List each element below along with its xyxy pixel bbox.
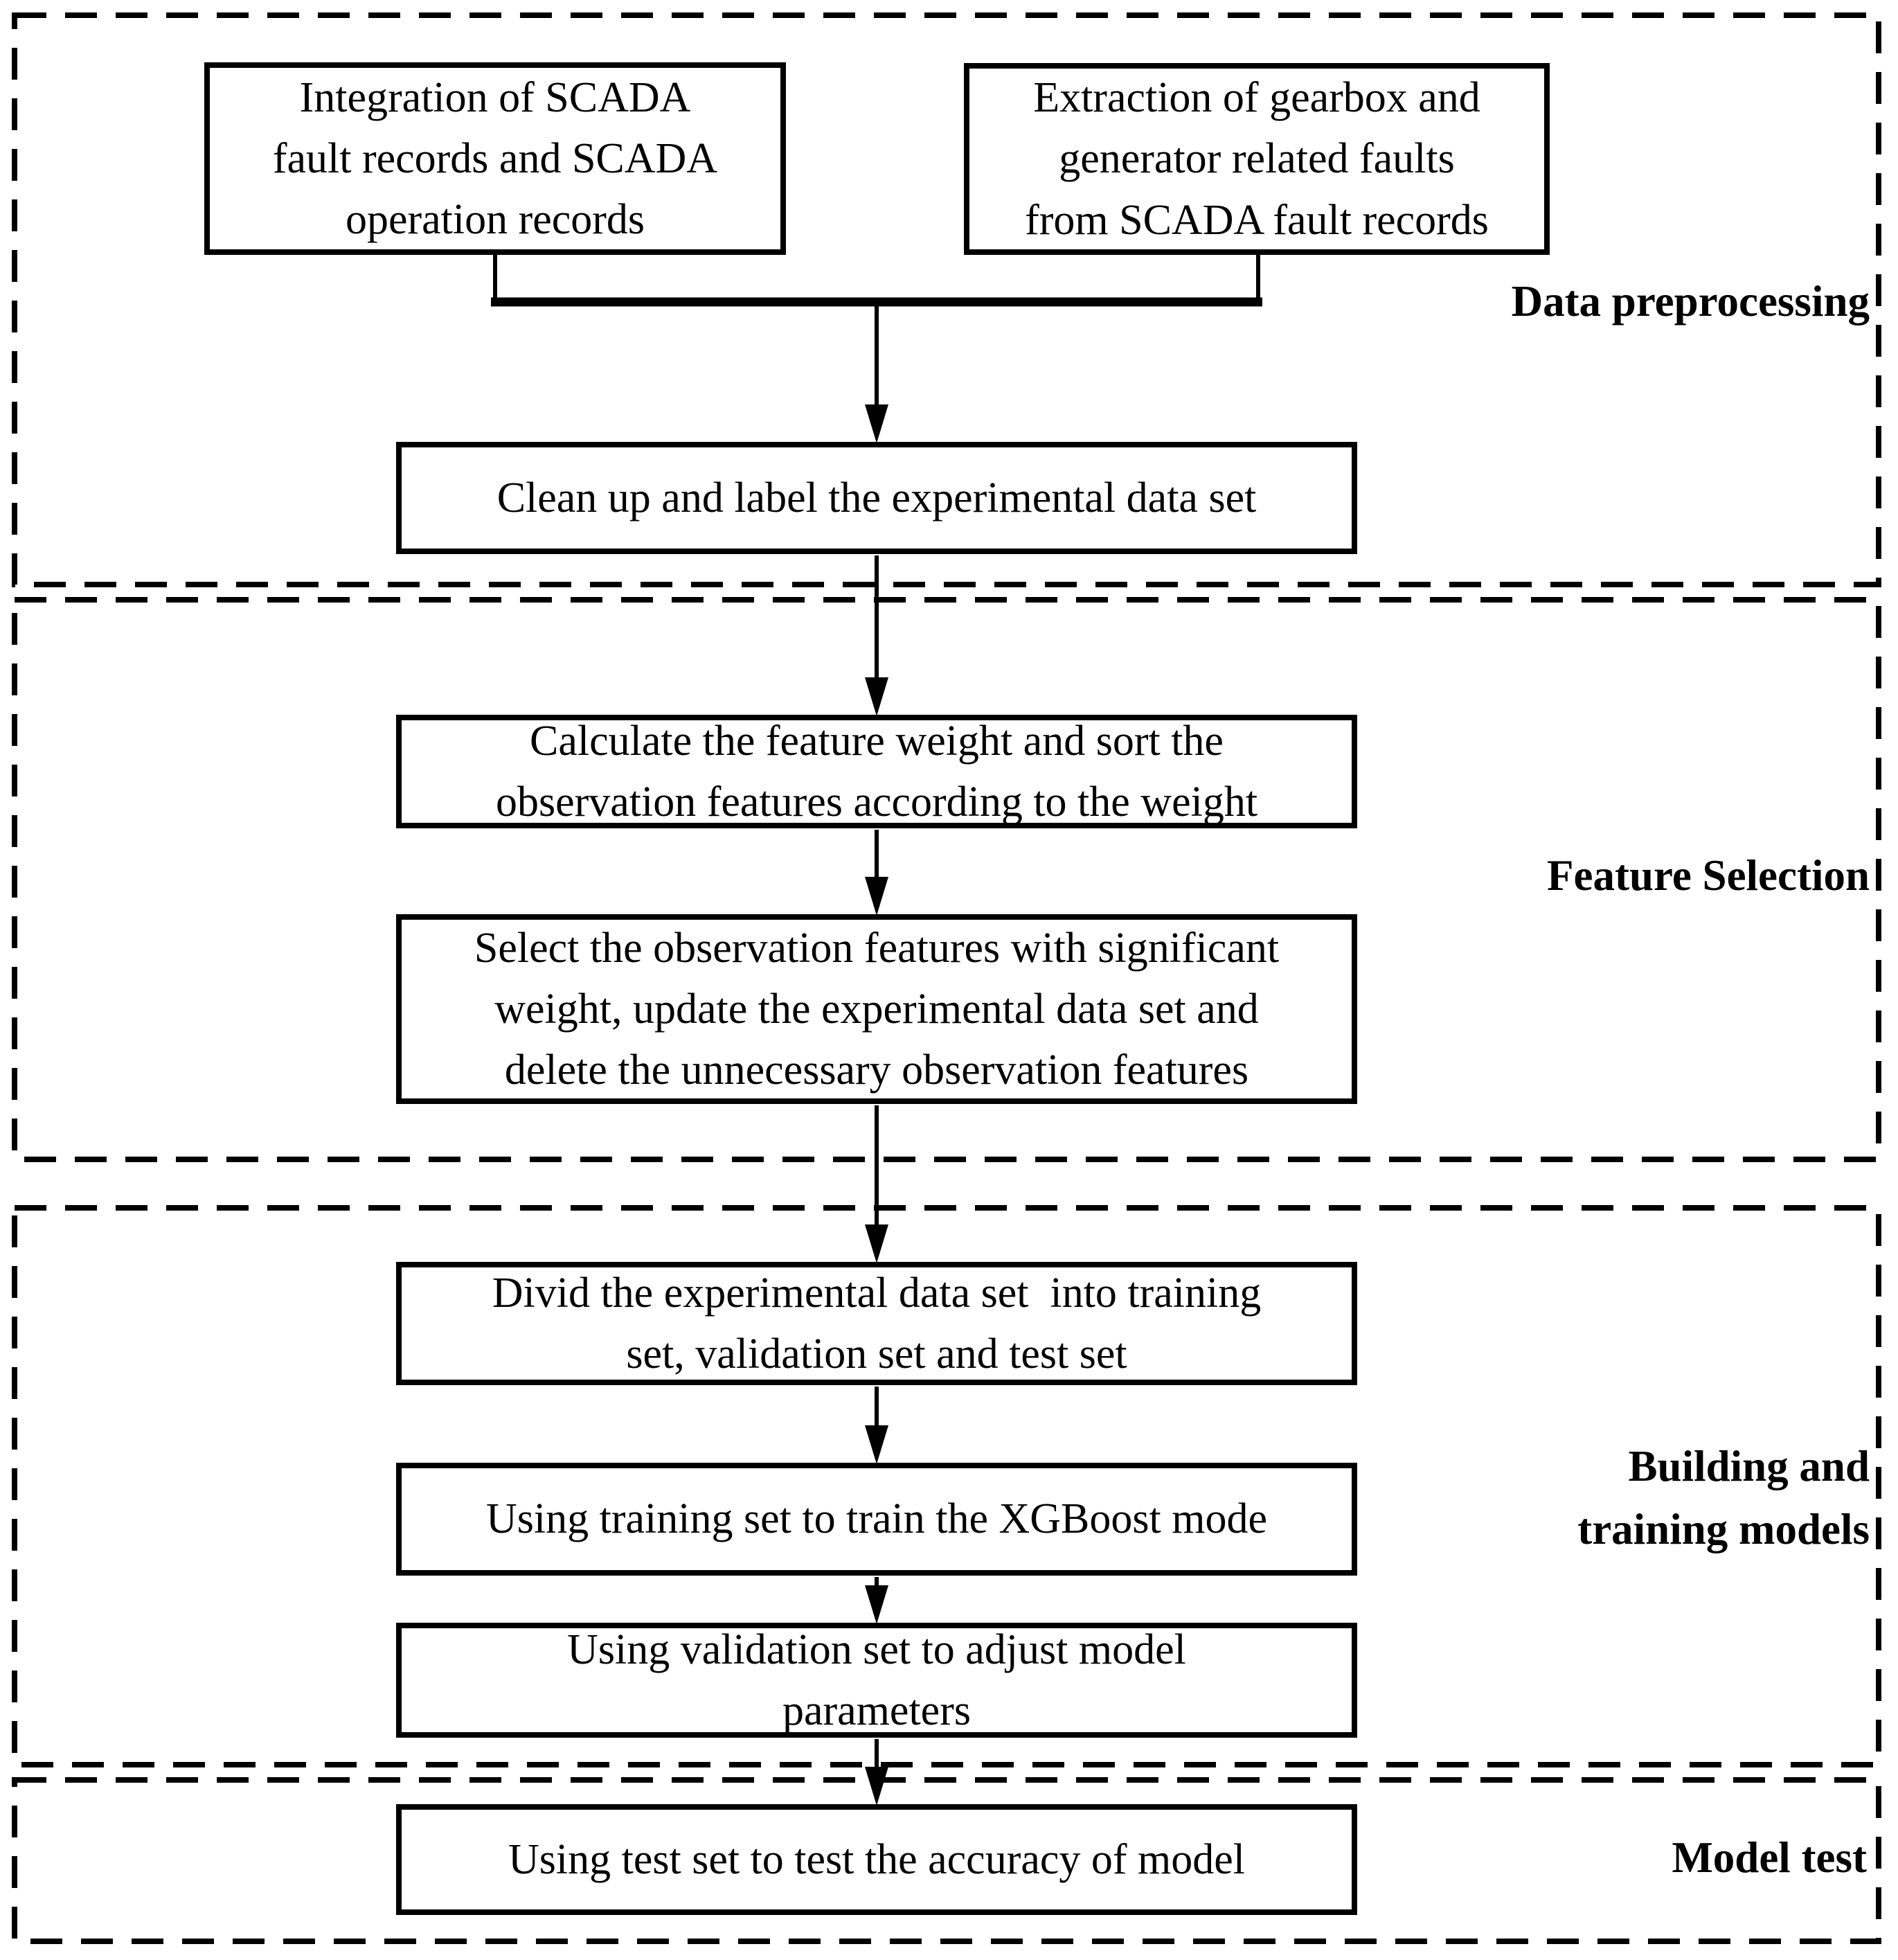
node-select-observation-features: Select the observation features with sig… [396, 914, 1357, 1104]
section-border-model-test [12, 1777, 1881, 1944]
node-validation-adjust-parameters: Using validation set to adjust model par… [396, 1623, 1357, 1738]
section-label-model-test: Model test [1672, 1833, 1867, 1882]
arrowhead-to-cleanup [865, 404, 888, 443]
node-divide-dataset: Divid the experimental data set into tra… [396, 1262, 1357, 1385]
arrowhead-to-test [865, 1767, 888, 1806]
node-test-accuracy: Using test set to test the accuracy of m… [396, 1804, 1357, 1915]
arrowhead-to-divid [865, 1224, 888, 1263]
node-train-xgboost: Using training set to train the XGBoost … [396, 1463, 1357, 1576]
section-border-building-training [12, 1205, 1881, 1767]
arrowhead-to-validate [865, 1585, 888, 1624]
section-border-data-preprocessing [12, 12, 1881, 587]
node-calculate-feature-weight: Calculate the feature weight and sort th… [396, 715, 1357, 828]
section-label-feature-selection: Feature Selection [1547, 851, 1870, 900]
arrowhead-to-train [865, 1425, 888, 1464]
section-label-building-training-models: Building and training models [1577, 1442, 1870, 1554]
section-border-feature-selection [12, 597, 1881, 1162]
node-cleanup-label-dataset: Clean up and label the experimental data… [396, 442, 1357, 554]
section-label-data-preprocessing: Data preprocessing [1511, 277, 1870, 326]
node-extraction-gearbox-faults: Extraction of gearbox and generator rela… [964, 63, 1550, 255]
node-integration-scada-records: Integration of SCADA fault records and S… [204, 62, 786, 255]
arrowhead-to-calculate [865, 677, 888, 716]
arrowhead-to-select [865, 877, 888, 916]
